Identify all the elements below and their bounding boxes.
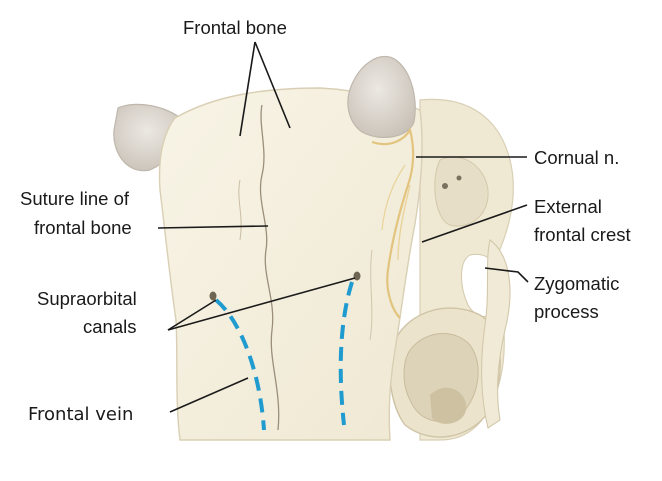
leader-frontal-bone-1 xyxy=(239,41,256,137)
leader-frontal-vein xyxy=(169,377,249,413)
label-supraorbital-canals-2: canals xyxy=(83,316,136,337)
foramen-dot xyxy=(442,183,448,189)
right-horn-core xyxy=(347,55,416,139)
leader-external-frontal-crest xyxy=(421,204,528,243)
label-suture-line-1: Suture line of xyxy=(20,188,130,209)
zygomatic-process-shape xyxy=(481,239,511,429)
frontal-bone-shape xyxy=(158,87,423,441)
label-frontal-bone: Frontal bone xyxy=(183,17,287,38)
leader-frontal-bone-2 xyxy=(254,41,291,129)
label-external-frontal-crest-2: frontal crest xyxy=(534,224,631,245)
frontal-vein-right xyxy=(338,281,354,426)
leader-supraorbital-1 xyxy=(167,299,217,331)
label-cornual-nerve: Cornual n. xyxy=(534,147,619,168)
leader-supraorbital-2 xyxy=(167,277,356,331)
leader-suture-line xyxy=(157,225,269,229)
label-zygomatic-process-1: Zygomatic xyxy=(534,273,619,294)
label-supraorbital-canals-1: Supraorbital xyxy=(37,288,137,309)
label-suture-line-2: frontal bone xyxy=(34,217,132,238)
leader-zygomatic-process xyxy=(484,267,529,283)
label-frontal-vein: Frontal vein xyxy=(28,404,133,425)
cornual-nerve xyxy=(371,127,415,319)
frontal-suture-line xyxy=(259,104,280,431)
frontal-vein-left xyxy=(214,298,266,431)
supraorbital-canal-left xyxy=(209,291,217,301)
label-zygomatic-process-2: process xyxy=(534,301,599,322)
supraorbital-canal-right xyxy=(353,271,361,281)
label-external-frontal-crest-1: External xyxy=(534,196,602,217)
foramen-dot xyxy=(456,175,462,181)
